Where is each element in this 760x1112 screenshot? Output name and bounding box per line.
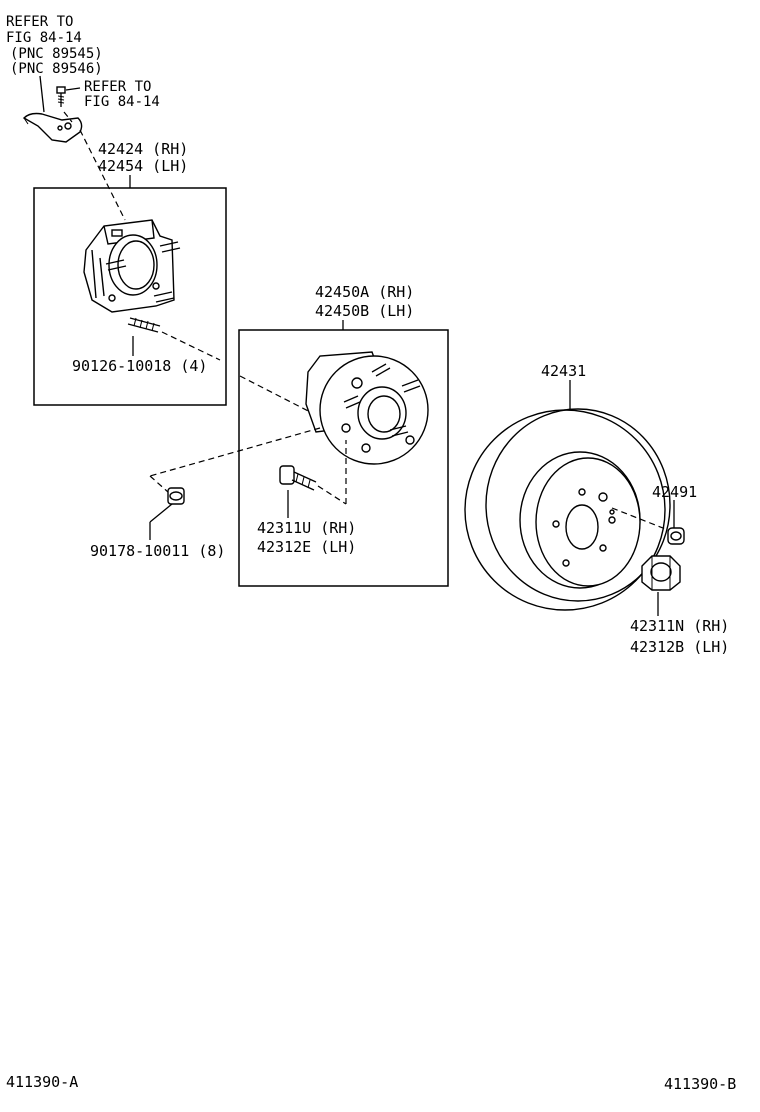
speed-sensor bbox=[22, 75, 83, 143]
refer-top-line2: FIG 84-14 bbox=[6, 30, 82, 46]
sensor-bolt bbox=[56, 86, 81, 107]
small-nut-label: 90178-10011 (8) bbox=[90, 542, 225, 560]
hub-bolt-lh-label: 42312E (LH) bbox=[257, 538, 356, 556]
refer-bolt-line1: REFER TO bbox=[84, 79, 151, 95]
refer-top-line4: (PNC 89546) bbox=[10, 61, 103, 77]
carrier-stud-label: 90126-10018 (4) bbox=[72, 357, 207, 375]
hub-bolt-rh-label: 42311U (RH) bbox=[257, 519, 356, 537]
wheel-nut-lh-label: 42312B (LH) bbox=[630, 638, 729, 656]
refer-bolt-line2: FIG 84-14 bbox=[84, 94, 160, 110]
hub-bearing-assembly bbox=[305, 351, 429, 465]
disc-label: 42431 bbox=[541, 362, 586, 380]
wheel-nut-rh-label: 42311N (RH) bbox=[630, 617, 729, 635]
small-nut bbox=[167, 487, 185, 505]
footer-right-code: 411390-B bbox=[664, 1075, 736, 1093]
brake-disc bbox=[464, 408, 671, 611]
plug-label: 42491 bbox=[652, 483, 697, 501]
rear-axle-carrier bbox=[83, 219, 181, 313]
hub-bearing-box bbox=[238, 329, 449, 587]
refer-top-line1: REFER TO bbox=[6, 14, 73, 30]
wheel-nut bbox=[641, 555, 681, 591]
plug bbox=[667, 527, 685, 545]
carrier-lh-label: 42454 (LH) bbox=[98, 157, 188, 175]
footer-left-code: 411390-A bbox=[6, 1073, 78, 1091]
hub-bolt bbox=[279, 465, 317, 491]
hub-bearing-rh-label: 42450A (RH) bbox=[315, 283, 414, 301]
carrier-box bbox=[33, 187, 227, 406]
hub-bearing-lh-label: 42450B (LH) bbox=[315, 302, 414, 320]
carrier-stud bbox=[127, 317, 161, 333]
carrier-rh-label: 42424 (RH) bbox=[98, 140, 188, 158]
refer-top-line3: (PNC 89545) bbox=[10, 46, 103, 62]
